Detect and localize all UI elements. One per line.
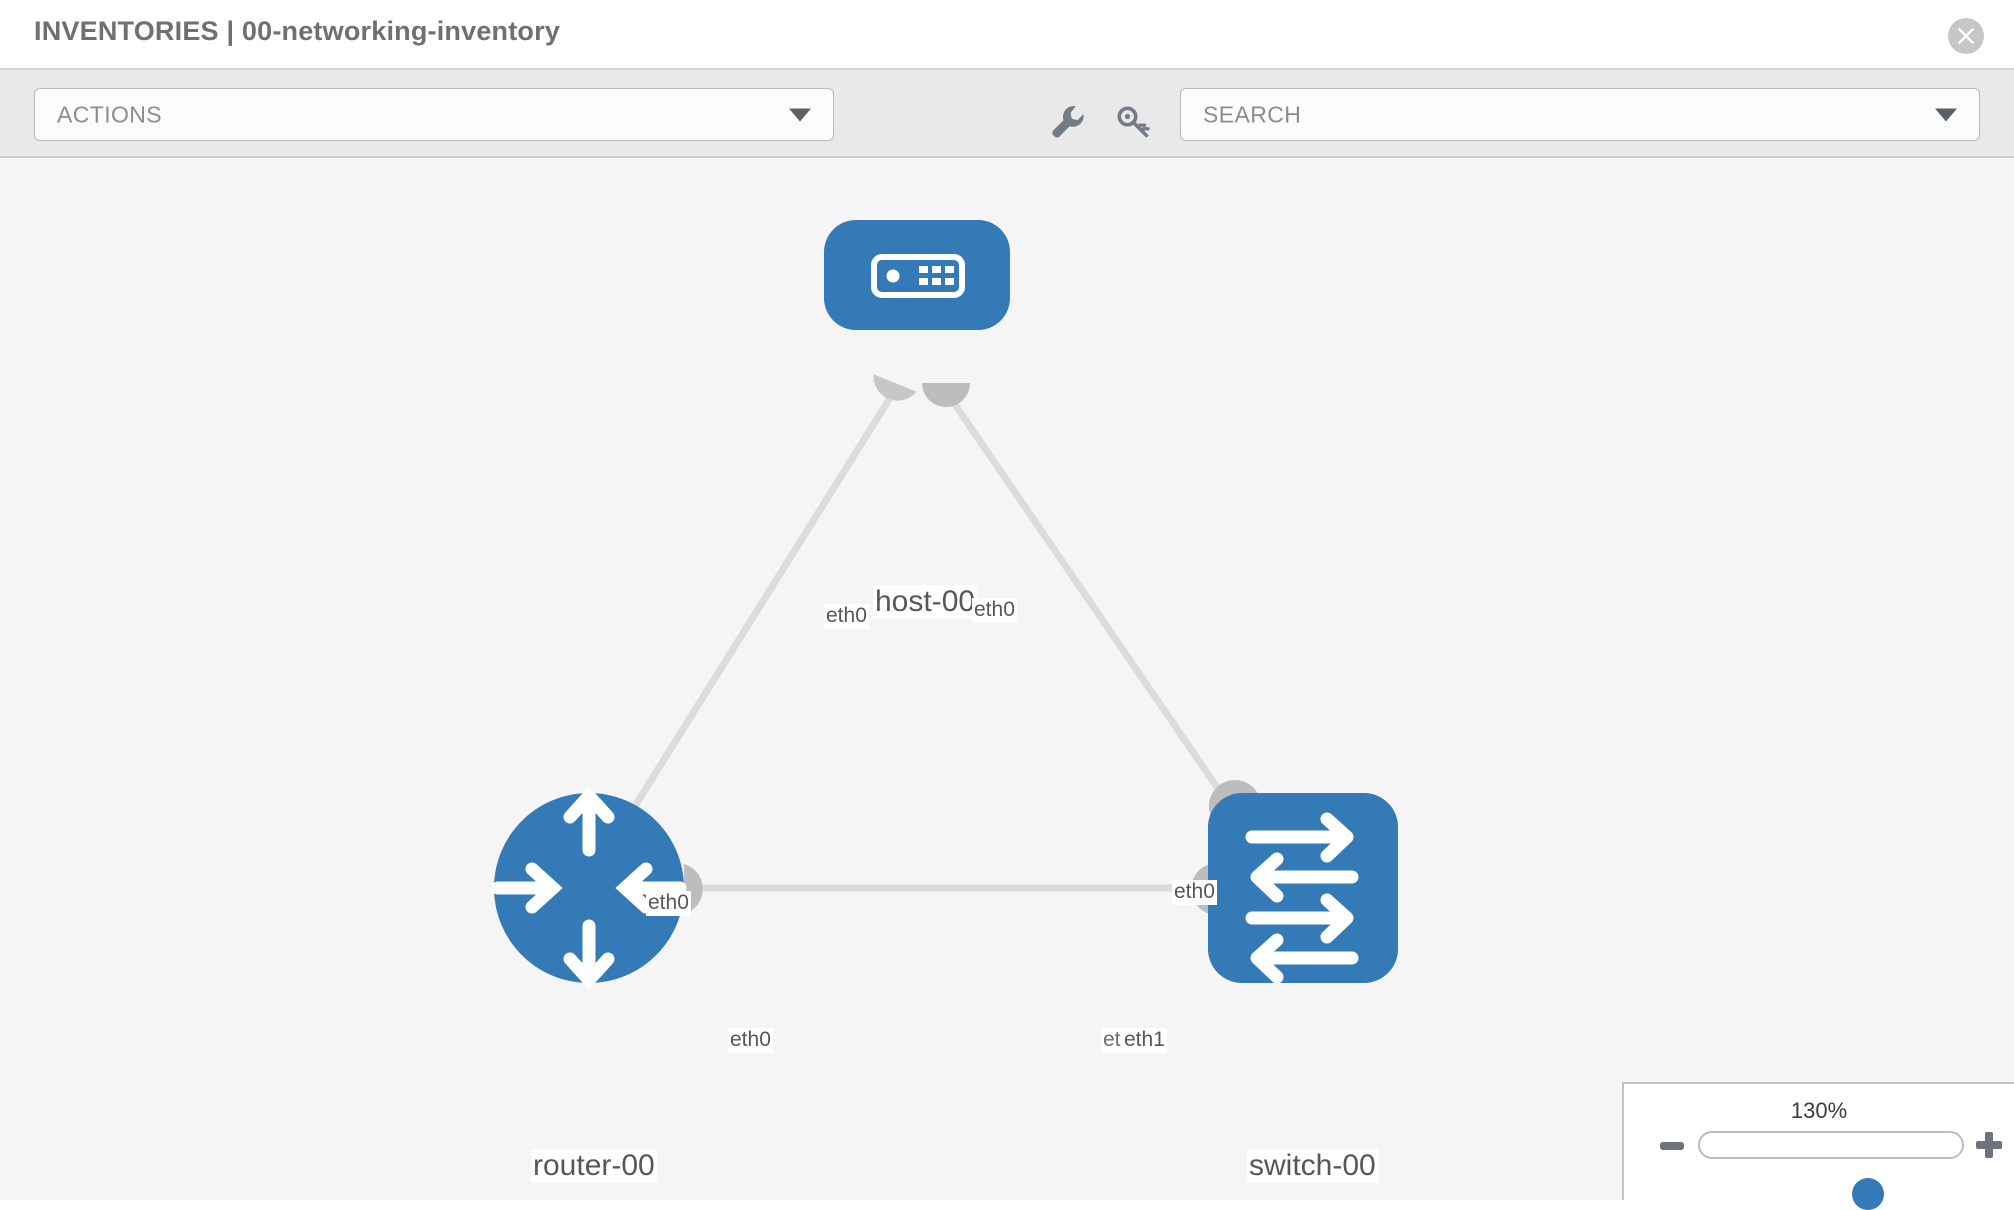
four-arrows-icon bbox=[491, 786, 687, 990]
toolbar: ACTIONS SEARCH bbox=[0, 70, 2014, 158]
iface-label-switch-up: eth0 bbox=[1172, 880, 1217, 905]
connector-host-left bbox=[873, 374, 917, 401]
link-layer bbox=[617, 388, 1241, 892]
zoom-slider[interactable] bbox=[1698, 1131, 1964, 1210]
node-router-00[interactable] bbox=[491, 786, 687, 990]
node-label-host-00: host-00 bbox=[873, 585, 978, 620]
link-host-router[interactable] bbox=[617, 388, 898, 832]
server-icon bbox=[871, 254, 965, 298]
window-header: INVENTORIES | 00-networking-inventory bbox=[0, 0, 2014, 70]
connector-layer bbox=[684, 374, 1261, 914]
wrench-icon[interactable] bbox=[1046, 100, 1086, 140]
chevron-down-icon bbox=[1935, 108, 1957, 121]
close-icon[interactable] bbox=[1948, 18, 1984, 54]
link-host-switch[interactable] bbox=[942, 388, 1241, 820]
plus-icon[interactable] bbox=[1976, 1132, 2002, 1158]
swap-arrows-icon bbox=[1245, 812, 1359, 984]
chevron-down-icon bbox=[789, 108, 811, 121]
page-title: INVENTORIES | 00-networking-inventory bbox=[34, 16, 561, 46]
node-host-00[interactable] bbox=[824, 220, 1010, 330]
node-label-switch-00: switch-00 bbox=[1247, 1149, 1378, 1184]
key-icon[interactable] bbox=[1114, 100, 1154, 140]
node-label-router-00: router-00 bbox=[531, 1149, 657, 1184]
node-switch-00[interactable] bbox=[1208, 793, 1398, 984]
iface-label-switch-left: eth1 bbox=[1122, 1028, 1167, 1053]
topology-graph bbox=[491, 220, 1398, 990]
iface-label-host-right: eth0 bbox=[972, 598, 1017, 623]
topology-canvas[interactable]: host-00 router-00 switch-00 eth0 eth0 et… bbox=[0, 158, 2014, 1200]
zoom-control-panel: 130% bbox=[1622, 1082, 2014, 1210]
search-input[interactable]: SEARCH bbox=[1180, 88, 1980, 141]
zoom-slider-thumb[interactable] bbox=[1852, 1178, 1884, 1210]
node-layer bbox=[491, 220, 1398, 990]
iface-label-host-left: eth0 bbox=[824, 604, 869, 629]
actions-dropdown[interactable]: ACTIONS bbox=[34, 88, 834, 141]
actions-dropdown-label: ACTIONS bbox=[57, 101, 163, 127]
zoom-percent-label: 130% bbox=[1790, 1098, 1848, 1123]
iface-label-router-right: eth0 bbox=[728, 1028, 773, 1053]
search-placeholder: SEARCH bbox=[1203, 101, 1302, 127]
iface-label-router-up: eth0 bbox=[646, 891, 691, 916]
connector-host-right bbox=[922, 383, 970, 407]
minus-icon[interactable] bbox=[1660, 1142, 1684, 1150]
